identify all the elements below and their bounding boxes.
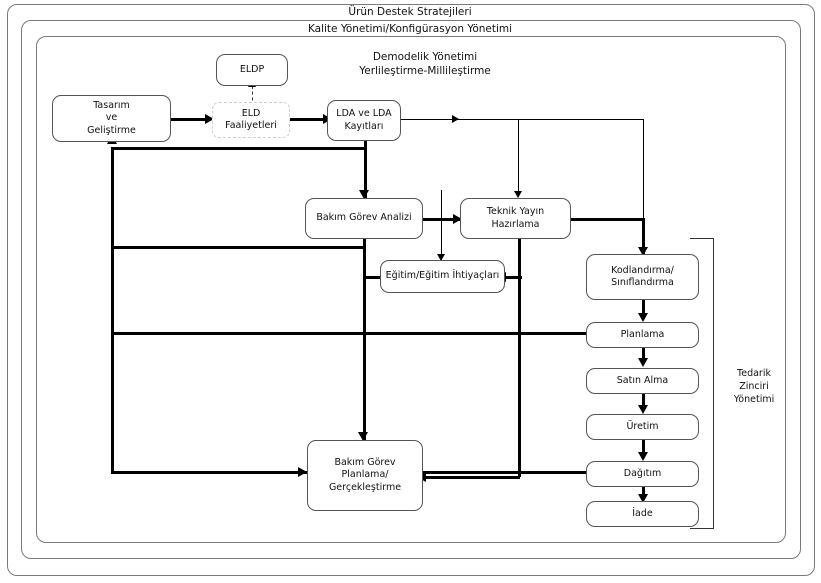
node-kodlandirma-line2: Sınıflandırma (611, 277, 674, 288)
arrow-lda-right (452, 115, 459, 123)
node-dagitim[interactable]: Dağıtım (586, 461, 699, 487)
conn-lda-down-to-teknik (518, 119, 519, 197)
arrow-lda-to-bakim (359, 190, 369, 199)
arrow-lda-to-teknik (514, 191, 522, 198)
conn-kodlandirma-to-planlama (642, 300, 645, 316)
conn-rail-to-bakim-planlama (424, 476, 520, 479)
conn-teknik-to-kodlandirma-h (570, 218, 645, 221)
frame-inner (36, 36, 786, 543)
arrow-bakim-to-teknik (453, 214, 462, 224)
node-eld-line2: Faaliyetleri (225, 120, 277, 131)
conn-feedback-y247 (111, 246, 365, 249)
conn-teknik-to-kodlandirma-v (642, 218, 645, 254)
conn-bakim-to-teknik (422, 218, 462, 221)
node-lda-ve-lda-kayitlari[interactable]: LDA ve LDA Kayıtları (327, 100, 401, 141)
conn-teknik-down-rail (518, 238, 521, 477)
arrow-tasarim-to-eld (205, 114, 214, 124)
arrow-kodlandirma-to-planlama (638, 313, 648, 322)
node-bakim-gorev-analizi[interactable]: Bakım Görev Analizi (305, 198, 423, 239)
arrow-satinalma-to-uretim (638, 405, 648, 414)
node-lda-line1: LDA ve LDA (336, 108, 392, 119)
supply-chain-bracket (690, 238, 714, 529)
conn-bakim-left-rail (363, 238, 366, 473)
frame-middle-title: Kalite Yönetimi/Konfigürasyon Yönetimi (307, 23, 513, 35)
arrow-bakim-to-egitim (437, 254, 445, 261)
conn-tasarim-to-eld (171, 118, 211, 121)
supply-chain-label-line1: Tedarik (737, 368, 771, 379)
node-tasarim-line2: ve (105, 112, 118, 124)
conn-lda-down-to-bakim (364, 141, 367, 198)
node-egitim-ihtiyaclari[interactable]: Eğitim/Eğitim İhtiyaçları (380, 260, 505, 293)
conn-teknik-to-egitim (504, 276, 522, 279)
node-bakim-planlama-line2: Gerçekleştirme (328, 481, 402, 493)
section-heading-line2: Yerlileştirme-Millileştirme (359, 65, 491, 77)
node-lda-line2: Kayıtları (344, 120, 384, 132)
node-planlama[interactable]: Planlama (586, 322, 699, 348)
conn-lda-right-top (400, 119, 644, 120)
frame-outer (7, 4, 815, 576)
conn-dagitim-to-iade (642, 487, 645, 497)
supply-chain-label: Tedarik Zinciri Yönetimi (718, 367, 790, 406)
conn-eld-to-lda (290, 118, 330, 121)
node-teknik-yayin-hazirlama[interactable]: Teknik Yayın Hazırlama (460, 198, 571, 239)
conn-right-rail-down (643, 119, 644, 220)
node-kodlandirma-siniflandirma[interactable]: Kodlandırma/ Sınıflandırma (586, 254, 699, 300)
arrow-down-to-bakim-planlama (358, 432, 368, 441)
supply-chain-label-line3: Yönetimi (733, 394, 775, 405)
node-kodlandirma-line1: Kodlandırma/ (611, 264, 674, 276)
node-uretim[interactable]: Üretim (586, 414, 699, 440)
conn-feedback-y333 (111, 332, 586, 335)
conn-planlama-to-satinalma (642, 348, 645, 362)
node-tasarim-line1: Tasarım (93, 99, 130, 111)
arrow-uretim-to-dagitim (638, 452, 648, 461)
arrow-into-bakim-planlama-left (298, 467, 307, 477)
conn-rail-to-egitim-left (363, 276, 381, 279)
conn-eld-to-eldp (252, 86, 253, 106)
arrow-teknik-to-kodlandirma (638, 247, 648, 256)
conn-bakim-to-egitim (441, 190, 442, 260)
frame-outer-title: Ürün Destek Stratejileri (348, 6, 472, 18)
node-satin-alma[interactable]: Satın Alma (586, 368, 699, 394)
frame-middle (21, 20, 801, 559)
node-tasarim-ve-gelistirme[interactable]: Tasarım ve Geliştirme (52, 95, 171, 142)
node-eld-faaliyetleri[interactable]: ELD Faaliyetleri (212, 102, 290, 138)
section-heading-line1: Demodelik Yönetimi (372, 51, 478, 63)
conn-uretim-to-dagitim (642, 440, 645, 454)
arrow-dagitim-to-iade (638, 494, 648, 503)
conn-satinalma-to-uretim (642, 394, 645, 408)
node-bakim-gorev-planlama[interactable]: Bakım Görev Planlama/ Gerçekleştirme (307, 440, 423, 511)
supply-chain-label-line2: Zinciri (739, 381, 769, 392)
node-tasarim-line3: Geliştirme (87, 124, 136, 136)
conn-lda-feedback-h (111, 147, 365, 150)
node-eld-line1: ELD (241, 107, 261, 119)
node-bakim-planlama-line1: Bakım Görev Planlama/ (334, 456, 396, 481)
conn-left-rail (111, 147, 114, 472)
conn-down-to-bakim-planlama (363, 420, 366, 440)
node-eldp[interactable]: ELDP (216, 54, 288, 86)
arrow-planlama-to-satinalma (638, 358, 648, 367)
node-iade[interactable]: İade (586, 501, 699, 527)
